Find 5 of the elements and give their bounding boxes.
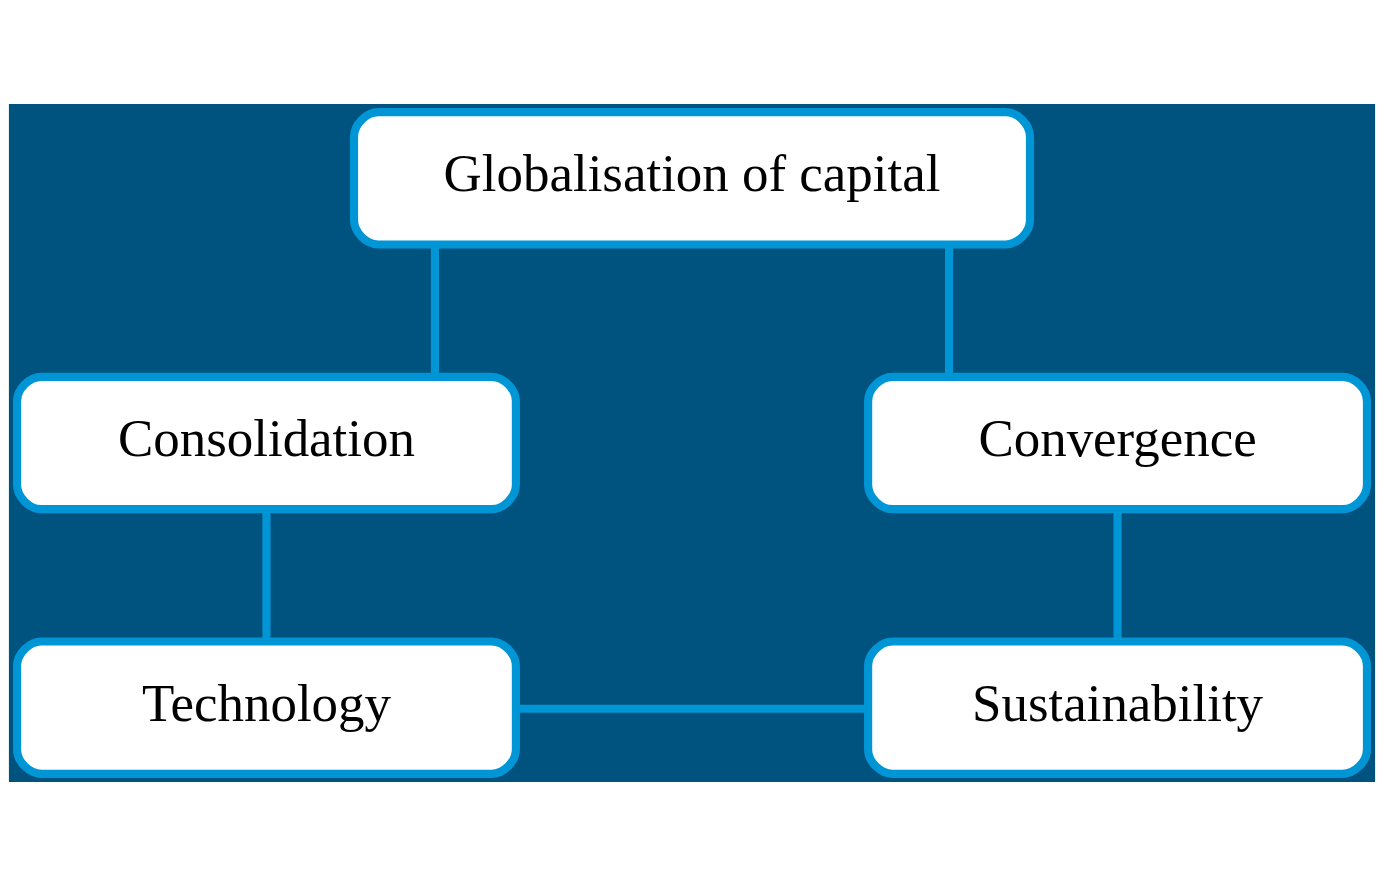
node-box: Technology (13, 637, 520, 778)
node-box: Convergence (864, 372, 1371, 514)
node-box: Sustainability (864, 637, 1371, 778)
node-box: Globalisation of capital (349, 108, 1035, 249)
node-box: Consolidation (13, 372, 520, 514)
